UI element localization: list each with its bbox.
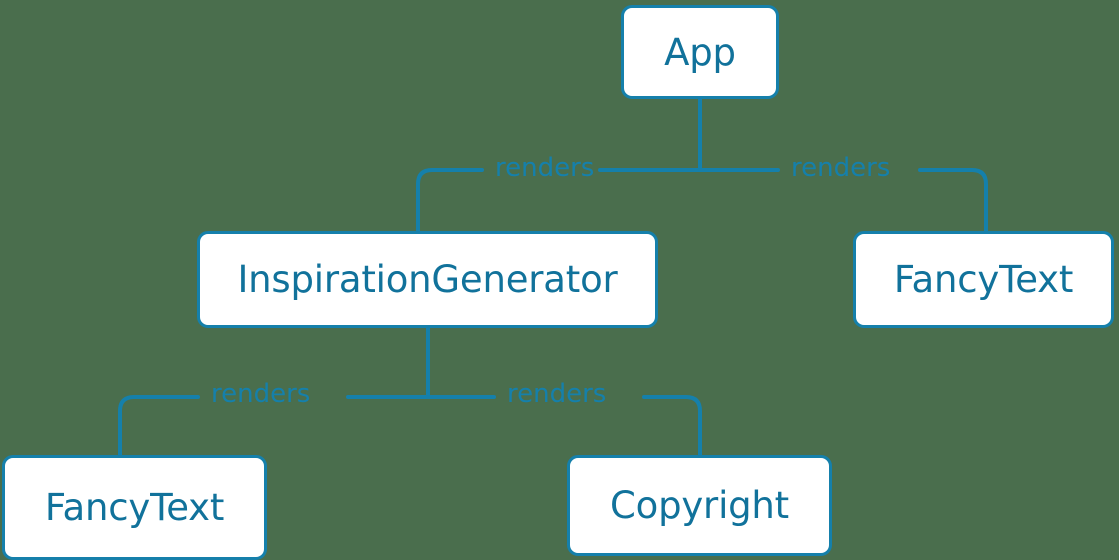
node-fancytext-right-label: FancyText xyxy=(893,258,1074,301)
node-fancytext-bottom-label: FancyText xyxy=(44,486,225,529)
node-inspiration-generator[interactable]: InspirationGenerator xyxy=(197,231,658,328)
edge-inspiration-generator-to-copyright xyxy=(426,395,702,457)
node-app[interactable]: App xyxy=(621,5,779,99)
edge-app-to-fancytext-right xyxy=(698,168,988,233)
edge-label-app-to-fancytext-right: renders xyxy=(791,153,891,183)
node-app-label: App xyxy=(664,30,736,74)
node-fancytext-bottom[interactable]: FancyText xyxy=(2,455,267,560)
node-inspiration-generator-label: InspirationGenerator xyxy=(237,258,618,301)
node-copyright-label: Copyright xyxy=(610,484,789,527)
edge-inspiration-generator-to-fancytext-bottom xyxy=(118,395,430,457)
edge-label-inspiration-generator-to-fancytext-bottom: renders xyxy=(211,379,311,409)
edge-app-to-inspiration-generator xyxy=(416,168,702,233)
edge-label-inspiration-generator-to-copyright: renders xyxy=(507,379,607,409)
node-copyright[interactable]: Copyright xyxy=(567,455,832,556)
node-fancytext-right[interactable]: FancyText xyxy=(853,231,1114,328)
edge-label-app-to-inspiration-generator: renders xyxy=(495,153,595,183)
